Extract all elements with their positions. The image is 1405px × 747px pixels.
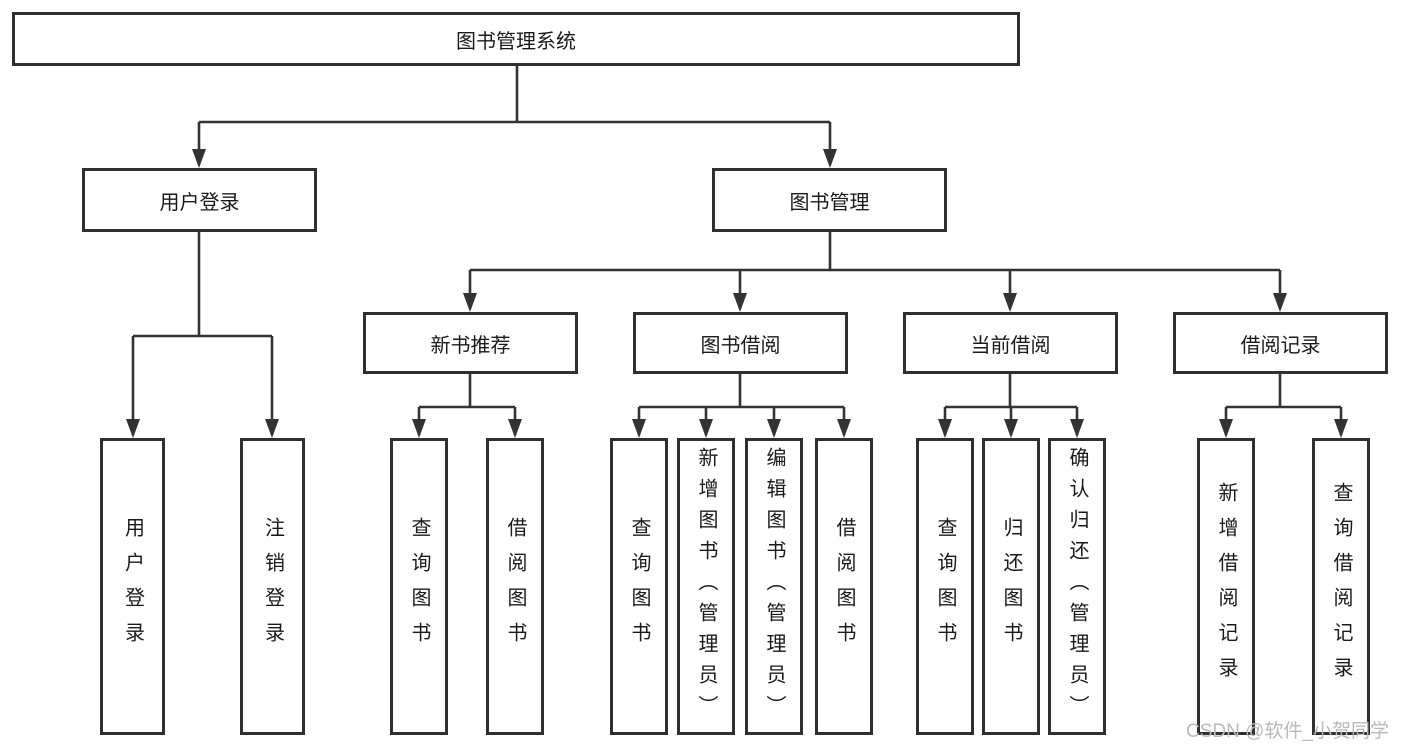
leaf-edit-book-admin: 编辑图书（管理员） — [745, 438, 803, 735]
leaf-label: 新增图书（管理员） — [695, 447, 717, 726]
leaf-label: 借阅图书 — [833, 516, 855, 657]
node-label: 图书借阅 — [700, 334, 781, 357]
leaf-label: 归还图书 — [1000, 516, 1022, 657]
node-label: 借阅记录 — [1240, 334, 1321, 357]
leaf-label: 查询借阅记录 — [1330, 481, 1352, 692]
leaf-logout: 注销登录 — [240, 438, 305, 735]
leaf-label: 查询图书 — [934, 516, 956, 657]
leaf-query-books-recommend: 查询图书 — [390, 438, 448, 735]
leaf-label: 注销登录 — [261, 516, 284, 657]
leaf-return-book: 归还图书 — [982, 438, 1040, 735]
leaf-query-books-current: 查询图书 — [916, 438, 974, 735]
leaf-user-login: 用户登录 — [100, 438, 165, 735]
leaf-label: 确认归还（管理员） — [1066, 447, 1088, 726]
node-book-management: 图书管理 — [712, 168, 947, 232]
node-borrow-records: 借阅记录 — [1173, 312, 1388, 374]
csdn-watermark: CSDN @软件_小贺同学 — [1186, 721, 1389, 742]
node-user-login: 用户登录 — [82, 168, 317, 232]
node-library-management-system: 图书管理系统 — [12, 12, 1020, 66]
leaf-borrow-books: 借阅图书 — [815, 438, 873, 735]
leaf-label: 用户登录 — [121, 516, 144, 657]
node-book-borrow: 图书借阅 — [633, 312, 848, 374]
leaf-label: 编辑图书（管理员） — [763, 447, 785, 726]
leaf-query-books-borrow: 查询图书 — [610, 438, 668, 735]
leaf-label: 借阅图书 — [504, 516, 526, 657]
leaf-query-borrow-record: 查询借阅记录 — [1312, 438, 1370, 735]
leaf-confirm-return-admin: 确认归还（管理员） — [1048, 438, 1106, 735]
leaf-label: 查询图书 — [628, 516, 650, 657]
node-label: 图书管理 — [789, 191, 870, 214]
leaf-label: 新增借阅记录 — [1215, 481, 1237, 692]
leaf-add-borrow-record: 新增借阅记录 — [1197, 438, 1255, 735]
leaf-label: 查询图书 — [408, 516, 430, 657]
node-label: 新书推荐 — [430, 334, 511, 357]
node-label: 图书管理系统 — [456, 30, 576, 53]
leaf-add-book-admin: 新增图书（管理员） — [677, 438, 735, 735]
node-current-borrow: 当前借阅 — [903, 312, 1118, 374]
node-label: 用户登录 — [159, 191, 240, 214]
node-new-book-recommend: 新书推荐 — [363, 312, 578, 374]
leaf-borrow-books-recommend: 借阅图书 — [486, 438, 544, 735]
node-label: 当前借阅 — [970, 334, 1051, 357]
